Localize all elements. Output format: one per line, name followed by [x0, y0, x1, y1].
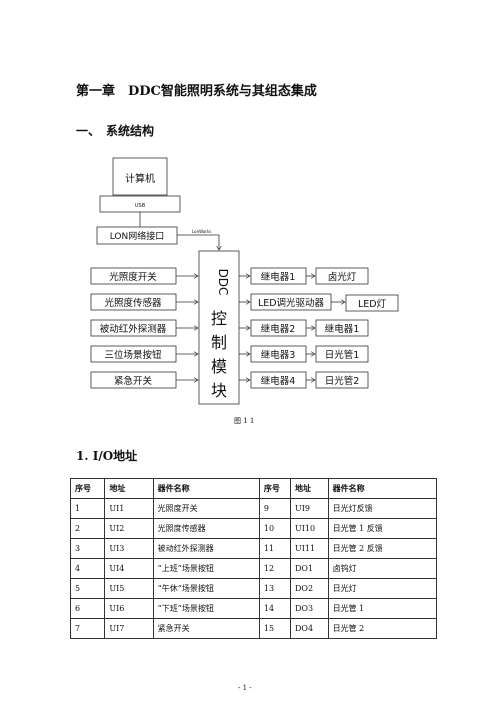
- cell: 2: [69, 518, 106, 539]
- cell: “午休”场景按钮: [152, 578, 260, 599]
- cell: DO1: [290, 558, 329, 579]
- cell: 5: [69, 578, 106, 599]
- lon-interface-box: [96, 226, 178, 245]
- cell: “上班”场景按钮: [152, 558, 260, 579]
- cell: 紧急开关: [152, 618, 260, 639]
- header-index: 序号: [69, 478, 106, 499]
- section-title: 一、 系统结构: [76, 124, 155, 138]
- cell: 日光灯反馈: [327, 498, 438, 519]
- cell: UI11: [290, 538, 329, 559]
- cell: 1: [69, 498, 106, 519]
- cell: UI6: [104, 598, 154, 619]
- output-load-label-4: 日光管1: [325, 349, 360, 361]
- cell: UI10: [290, 518, 329, 539]
- cell: 10: [258, 518, 292, 539]
- io-address-table: 序号 地址 器件名称 序号 地址 器件名称 1 UI1 光照度开关 9 UI9 …: [69, 478, 438, 639]
- cell: 4: [69, 558, 106, 579]
- input-label-5: 紧急开关: [114, 375, 153, 387]
- input-label-4: 三位场景按钮: [104, 349, 162, 361]
- header-index-2: 序号: [258, 478, 292, 499]
- input-label-2: 光照度传感器: [104, 297, 162, 309]
- cell: UI1: [104, 498, 154, 519]
- cell: 日光管 2: [327, 618, 438, 639]
- cell: 13: [258, 578, 292, 599]
- ddc-label-3: 制: [211, 333, 227, 352]
- output-device-label-3: 继电器2: [261, 323, 296, 335]
- output-device-label-4: 继电器3: [261, 349, 296, 361]
- ddc-label-5: 块: [211, 381, 227, 400]
- table-row: 5 UI5 “午休”场景按钮 13 DO2 日光灯: [69, 578, 438, 599]
- system-structure-diagram: 计算机 USB LON网络接口 LonWorks DDC 控 制 模 块 光照度…: [90, 157, 399, 405]
- cell: 3: [69, 538, 106, 559]
- table-row: 7 UI7 紧急开关 15 DO4 日光管 2: [69, 618, 438, 639]
- table-row: 4 UI4 “上班”场景按钮 12 DO1 卤钨灯: [69, 558, 438, 579]
- output-device-label-2: LED调光驱动器: [258, 297, 325, 309]
- output-load-box-3: [315, 319, 369, 337]
- cell: 卤钨灯: [327, 558, 438, 579]
- chapter-title: 第一章 DDC智能照明系统与其组态集成: [76, 84, 317, 99]
- output-load-label-2: LED灯: [358, 299, 387, 310]
- ddc-label-4: 模: [211, 357, 227, 376]
- cell: 11: [258, 538, 292, 559]
- cell: UI5: [104, 578, 154, 599]
- header-device-name: 器件名称: [152, 478, 260, 499]
- cell: DO3: [290, 598, 329, 619]
- output-load-box-4: [315, 345, 369, 363]
- cell: 日光管 2 反馈: [327, 538, 438, 559]
- table-row: 1 UI1 光照度开关 9 UI9 日光灯反馈: [69, 498, 438, 519]
- cell: DO2: [290, 578, 329, 599]
- cell: 被动红外探测器: [152, 538, 260, 559]
- subsection-title: 1. I/O地址: [76, 449, 138, 463]
- figure-caption: 图 1 1: [234, 417, 255, 425]
- cell: DO4: [290, 618, 329, 639]
- ddc-label-2: 控: [211, 309, 227, 328]
- lonworks-label: LonWorks: [192, 229, 211, 234]
- table-row: 3 UI3 被动红外探测器 11 UI11 日光管 2 反馈: [69, 538, 438, 559]
- header-device-name-2: 器件名称: [327, 478, 438, 499]
- cell: 9: [258, 498, 292, 519]
- table-header-row: 序号 地址 器件名称 序号 地址 器件名称: [69, 478, 438, 499]
- computer-box: [112, 157, 168, 196]
- cell: UI2: [104, 518, 154, 539]
- output-load-box-5: [315, 371, 369, 389]
- output-device-label-5: 继电器4: [261, 375, 296, 387]
- cell: 7: [69, 618, 106, 639]
- cell: “下班”场景按钮: [152, 598, 260, 619]
- output-load-box-1: [315, 267, 369, 285]
- cell: UI9: [290, 498, 329, 519]
- table-row: 2 UI2 光照度传感器 10 UI10 日光管 1 反馈: [69, 518, 438, 539]
- output-load-label-3: 继电器1: [325, 323, 360, 335]
- cell: UI7: [104, 618, 154, 639]
- cell: 日光管 1: [327, 598, 438, 619]
- output-load-box-2: [345, 294, 399, 312]
- cell: UI3: [104, 538, 154, 559]
- usb-label: USB: [135, 203, 146, 209]
- cell: 15: [258, 618, 292, 639]
- ddc-module-box: [198, 250, 240, 405]
- page-number: - 1 -: [238, 684, 252, 692]
- cell: 日光管 1 反馈: [327, 518, 438, 539]
- cell: 光照度传感器: [152, 518, 260, 539]
- ddc-label-1: DDC: [216, 269, 230, 296]
- cell: 14: [258, 598, 292, 619]
- cell: 6: [69, 598, 106, 619]
- cell: 日光灯: [327, 578, 438, 599]
- output-load-label-5: 日光管2: [325, 375, 360, 387]
- cell: UI4: [104, 558, 154, 579]
- computer-label: 计算机: [125, 172, 155, 185]
- table-row: 6 UI6 “下班”场景按钮 14 DO3 日光管 1: [69, 598, 438, 619]
- input-label-1: 光照度开关: [109, 271, 157, 283]
- header-address: 地址: [104, 478, 154, 499]
- cell: 12: [258, 558, 292, 579]
- output-load-label-1: 卤光灯: [328, 271, 357, 283]
- lon-interface-label: LON网络接口: [110, 230, 165, 242]
- output-device-label-1: 继电器1: [261, 271, 296, 283]
- cell: 光照度开关: [152, 498, 260, 519]
- input-label-3: 被动红外探测器: [100, 323, 167, 335]
- header-address-2: 地址: [290, 478, 329, 499]
